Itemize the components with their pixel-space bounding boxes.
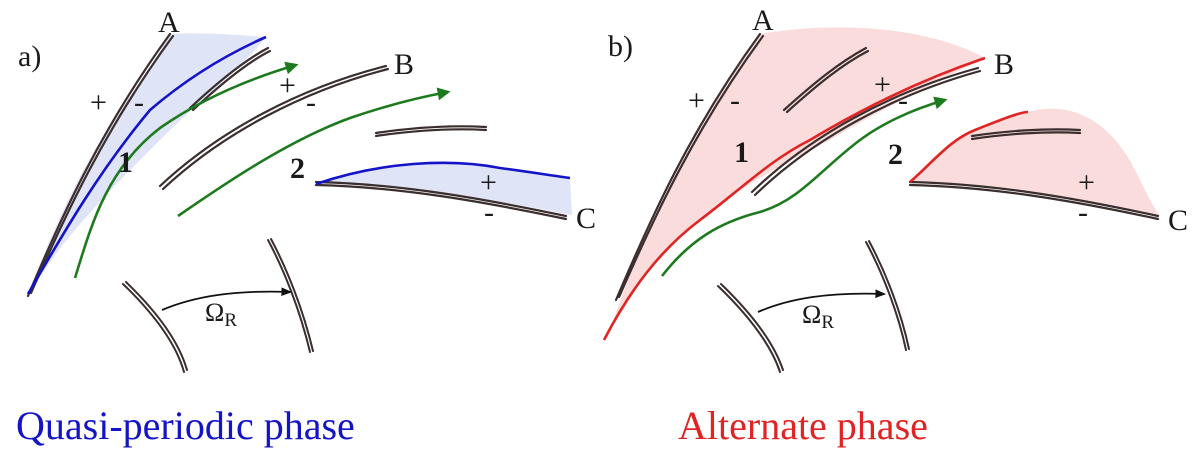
channel-2-label: 2	[290, 152, 305, 185]
blade-c	[314, 180, 568, 221]
panel-a-label: a)	[18, 40, 41, 73]
channel-2-label-b: 2	[888, 138, 903, 171]
channel-1-label-b: 1	[734, 136, 749, 169]
channel-1-label: 1	[118, 146, 133, 179]
sign-plus-b-b: +	[874, 68, 891, 101]
sign-minus-a-b: -	[730, 84, 740, 117]
sign-minus-a: -	[134, 86, 144, 119]
blade-small-bc-b	[970, 128, 1082, 141]
blade-a	[26, 32, 175, 298]
sign-minus-b: -	[306, 86, 316, 119]
streamline-2	[177, 87, 451, 218]
panel-a: a) A B C 1 2 + - + - + - ΩR	[18, 6, 596, 373]
streamline-1	[73, 61, 299, 279]
blade-a-label: A	[158, 6, 180, 39]
stall-cell-fill-a	[28, 33, 266, 297]
blade-a-b	[614, 32, 765, 302]
sign-plus-b: +	[279, 69, 296, 102]
blade-small-ab-b	[782, 46, 870, 114]
blade-b-label-b: B	[994, 48, 1014, 81]
stall-boundary-c	[315, 161, 571, 186]
blade-b-label: B	[394, 48, 414, 81]
sign-minus-c-b: -	[1078, 196, 1088, 229]
blade-b	[158, 64, 390, 191]
rotation-label: ΩR	[205, 298, 237, 331]
sign-plus-a-b: +	[688, 84, 705, 117]
rotor-blade-left-b	[717, 283, 784, 373]
rotor-blade-left	[122, 281, 188, 373]
stall-boundary-c-b	[909, 110, 1029, 183]
sign-plus-a: +	[90, 86, 107, 119]
blade-c-b	[908, 180, 1160, 221]
panel-b: b) A B C 1 2 + - + - + - ΩR	[602, 4, 1188, 373]
blade-b-b	[750, 66, 982, 197]
blade-c-label: C	[576, 202, 596, 235]
stall-cell-fill-c2	[910, 108, 1160, 216]
stall-boundary-ab	[602, 56, 986, 341]
streamline-b	[660, 96, 948, 277]
blade-small-bc	[374, 125, 488, 138]
sign-minus-b-b: -	[898, 84, 908, 117]
stall-cell-fill-c	[316, 162, 572, 215]
sign-plus-c: +	[480, 166, 497, 199]
rotor-blade-right-b	[865, 240, 910, 351]
sign-minus-c: -	[484, 196, 494, 229]
panel-b-label: b)	[608, 30, 633, 63]
sign-plus-c-b: +	[1078, 166, 1095, 199]
rotor-blade-right	[267, 238, 314, 353]
blade-a-label-b: A	[752, 4, 774, 37]
rotation-arrow	[161, 287, 293, 311]
blade-c-label-b: C	[1168, 204, 1188, 237]
rotation-label-b: ΩR	[802, 300, 834, 333]
caption-quasi-periodic: Quasi-periodic phase	[16, 403, 355, 448]
rotation-arrow-b	[757, 289, 887, 313]
stall-boundary-a	[26, 35, 267, 295]
caption-alternate: Alternate phase	[678, 403, 928, 448]
